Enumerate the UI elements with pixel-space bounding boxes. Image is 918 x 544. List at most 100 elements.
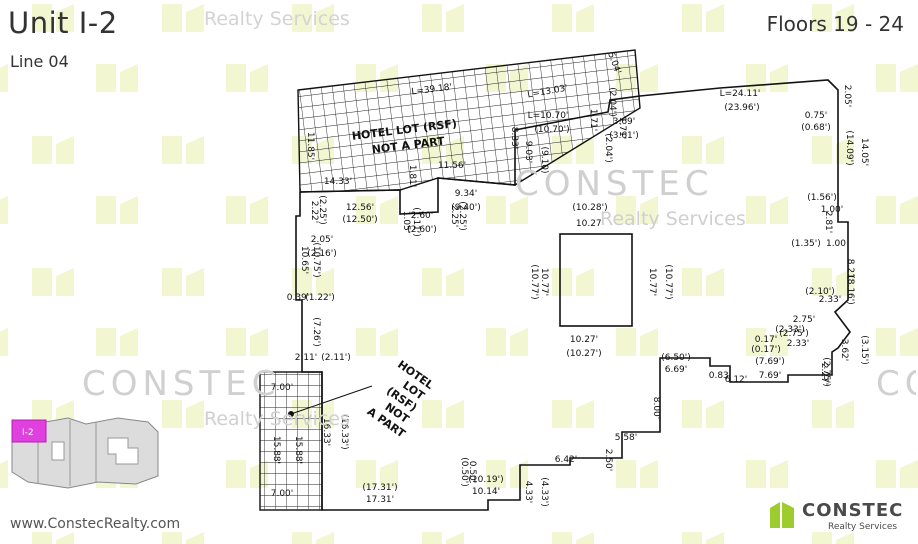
dimension-label: (10.19'): [468, 475, 503, 485]
dimension-label: 6.42': [555, 455, 578, 465]
dimension-label: (14.09'): [844, 130, 854, 165]
dimension-label: 2.22': [309, 201, 319, 224]
dimension-label: 3.62': [839, 339, 849, 362]
dimension-label: 2.11': [295, 353, 318, 363]
dimension-label: 0.83': [709, 371, 732, 381]
key-plan-outline: [11, 417, 159, 489]
line-label: Line 04: [10, 52, 69, 71]
dimension-label: 5.58': [615, 433, 638, 443]
dimension-label: 10.65': [299, 246, 309, 274]
dimension-label: 4.33': [523, 481, 533, 504]
dimension-label: 10.77': [539, 268, 549, 296]
key-plan-unit-label: I-2: [22, 428, 34, 438]
dimension-label: 1.81': [407, 165, 417, 188]
dimension-label: 8.33': [509, 127, 519, 150]
dimension-label: (2.33'): [775, 325, 805, 335]
dimension-label: 2.75': [793, 315, 816, 325]
key-plan: I-2: [11, 417, 159, 489]
dimension-label: (10.70'): [534, 125, 569, 135]
dimension-label: 12.56': [346, 203, 374, 213]
dimension-label: (16.33'): [339, 414, 349, 449]
dimension-label: 6.12': [725, 375, 748, 385]
watermark-company-left: CONSTEC: [82, 364, 281, 404]
dimension-label: (1.35'): [791, 239, 821, 249]
central-core: [559, 233, 633, 327]
dimension-label: 10.77': [647, 268, 657, 296]
dimension-label: 10.27': [576, 219, 604, 229]
hotel-lot-leader-dot: [288, 411, 294, 417]
dimension-label: (8.16'): [845, 275, 855, 305]
dimension-label: (2.75'): [779, 329, 809, 339]
watermark-tagline-left: Realty Services: [204, 408, 350, 430]
dimension-label: 1.71': [617, 117, 627, 140]
dimension-label: 16.33': [321, 418, 331, 446]
dimension-label: 15.88': [293, 436, 303, 464]
unit-outline: [295, 79, 851, 511]
dimension-label: 2.27': [819, 363, 829, 386]
floors-label: Floors 19 - 24: [766, 12, 904, 36]
dimension-label: (1.56'): [807, 193, 837, 203]
dimension-label: 0.50': [467, 461, 477, 484]
dimension-label: 9.03': [523, 141, 533, 164]
dimension-label: (10.77'): [663, 264, 673, 299]
dimension-label: 2.81': [823, 211, 833, 234]
constec-logo-icon: [770, 502, 794, 528]
dimension-label: 2.05': [311, 235, 334, 245]
dimension-label: 8.00': [651, 397, 661, 420]
dimension-label: 10.14': [472, 487, 500, 497]
dimension-label: (3.61'): [609, 131, 639, 141]
dimension-label: (2.04'): [603, 133, 613, 163]
dimension-label: 0.17': [755, 335, 778, 345]
dimension-label: (6.50'): [661, 353, 691, 363]
dimension-label: (7.26'): [311, 317, 321, 347]
dimension-label: (17.31'): [362, 483, 397, 493]
dimension-label: (2.25'): [457, 201, 467, 231]
dimension-label: (2.10'): [805, 287, 835, 297]
dimension-label: 7.00': [271, 383, 294, 393]
dimension-label: 6.69': [665, 365, 688, 375]
dimension-label: (10.77'): [529, 264, 539, 299]
dimension-label: 7.69': [759, 371, 782, 381]
dimension-label: 2.60': [411, 211, 434, 221]
dimension-label: (2.11'): [321, 353, 351, 363]
dimension-label: 14.33': [324, 177, 352, 187]
dimension-label: (7.69'): [755, 357, 785, 367]
dimension-label: 10.27': [570, 335, 598, 345]
dimension-label: L=24.11': [720, 89, 761, 99]
dimension-label: L=10.70': [528, 111, 569, 121]
website-link[interactable]: www.ConstecRealty.com: [10, 516, 181, 532]
watermark-tagline-middle: Realty Services: [600, 208, 746, 230]
watermark-tagline-top: Realty Services: [204, 8, 350, 30]
dimension-label: (1.11'): [411, 207, 421, 237]
dimension-label: (10.28'): [572, 203, 607, 213]
dimension-label: 8.21': [845, 259, 855, 282]
dimension-label: 1.00': [821, 205, 844, 215]
dimension-label: (0.50'): [459, 457, 469, 487]
dimension-label: (2.16'): [307, 249, 337, 259]
watermark-company-right: CONSTEC: [876, 364, 916, 404]
hotel-lot-leader-line: [290, 385, 373, 415]
dimension-label: 11.56': [438, 161, 466, 171]
dimension-label: 17.31': [366, 495, 394, 505]
unit-title: Unit I-2: [8, 6, 118, 40]
dimension-label: 1.71': [588, 109, 598, 132]
brand-tagline: Realty Services: [828, 522, 898, 532]
dimension-label: (2.75'): [821, 357, 831, 387]
dimension-label: (0.68'): [801, 123, 831, 133]
dimension-label: 7.00': [271, 489, 294, 499]
brand-logo: CONSTEC Realty Services: [768, 496, 914, 536]
dimension-label: (0.17'): [751, 345, 781, 355]
dimension-label: 0.75': [805, 111, 828, 121]
dimension-label: L=39.18': [411, 83, 453, 98]
dimension-label: 3.69': [613, 117, 636, 127]
dimension-label: 2.25': [449, 205, 459, 228]
dimension-label: (10.75'): [311, 242, 321, 277]
dimension-label: 2.33': [787, 339, 810, 349]
dimension-label: 15.88': [271, 436, 281, 464]
dimension-label: (1.22'): [305, 293, 335, 303]
dimension-label: (23.96'): [724, 103, 759, 113]
dimension-label: 1.05': [401, 211, 411, 234]
dimension-label: (3.15'): [859, 335, 869, 365]
dimension-label: (10.27'): [566, 349, 601, 359]
